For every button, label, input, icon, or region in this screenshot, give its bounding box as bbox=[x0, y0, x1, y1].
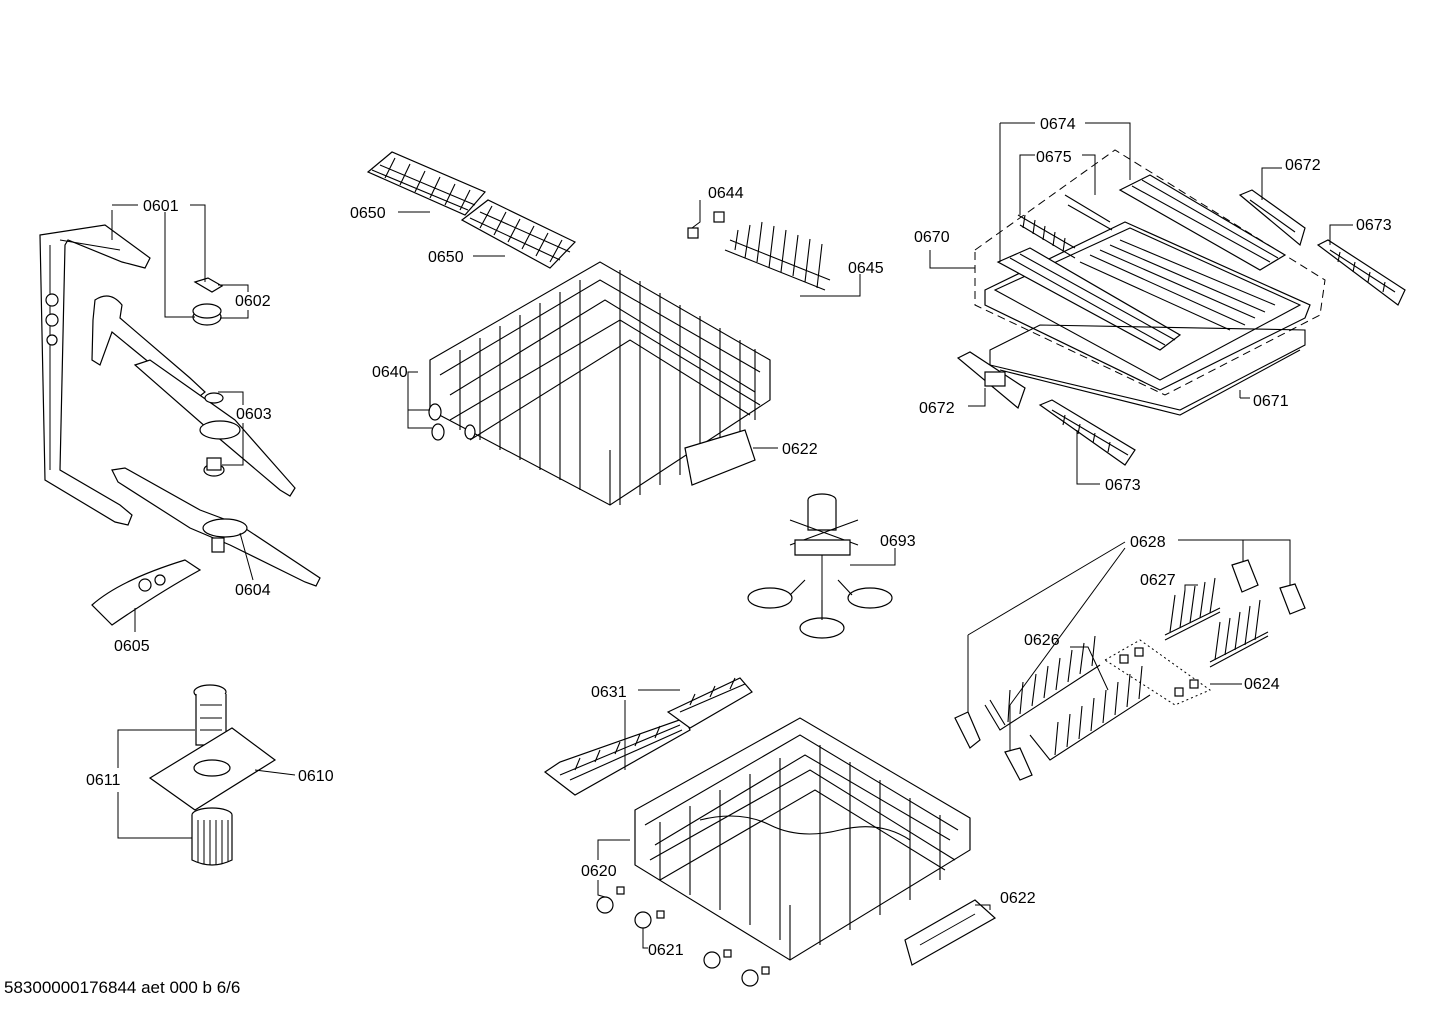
callout-0620 bbox=[597, 839, 630, 898]
label-0604: 0604 bbox=[235, 582, 271, 599]
side-rail-0672-bottom bbox=[956, 351, 1026, 410]
label-0611: 0611 bbox=[86, 772, 121, 789]
callout-0604 bbox=[239, 532, 254, 581]
callout-0611 bbox=[117, 729, 195, 839]
label-0670: 0670 bbox=[914, 229, 950, 246]
label-0645: 0645 bbox=[848, 260, 884, 277]
label-0626: 0626 bbox=[1024, 632, 1060, 649]
side-rail-0672-top bbox=[1238, 189, 1306, 247]
callout-0670 bbox=[929, 250, 975, 269]
callout-0626 bbox=[1070, 646, 1109, 691]
label-0631: 0631 bbox=[591, 684, 627, 701]
side-rail-0673-top bbox=[1316, 239, 1406, 306]
clips-0644 bbox=[687, 211, 725, 239]
label-0602: 0602 bbox=[235, 293, 271, 310]
callout-0603 bbox=[218, 391, 244, 466]
lower-basket bbox=[634, 717, 971, 961]
callout-0674 bbox=[999, 122, 1131, 262]
clips-0624 bbox=[1104, 639, 1212, 706]
label-0605: 0605 bbox=[114, 638, 150, 655]
callout-0602 bbox=[218, 284, 249, 319]
label-0650-b: 0650 bbox=[428, 249, 464, 266]
label-0673-bottom: 0673 bbox=[1105, 477, 1141, 494]
callout-0673-top bbox=[1329, 224, 1353, 245]
callout-0644 bbox=[691, 200, 701, 229]
label-0673-top: 0673 bbox=[1356, 217, 1392, 234]
callout-0621 bbox=[642, 928, 648, 949]
label-0693: 0693 bbox=[880, 533, 916, 550]
spray-nozzle-parts bbox=[192, 277, 225, 477]
label-0644: 0644 bbox=[708, 185, 744, 202]
callout-0601 bbox=[111, 204, 206, 318]
folding-spikes-0631 bbox=[543, 677, 753, 796]
drawer-dashed-outline bbox=[974, 149, 1326, 396]
spray-arm-cover bbox=[91, 559, 202, 626]
label-0675: 0675 bbox=[1036, 149, 1072, 166]
callout-0645 bbox=[800, 274, 861, 297]
label-0627: 0627 bbox=[1140, 572, 1176, 589]
label-0624: 0624 bbox=[1244, 676, 1280, 693]
rack-0627 bbox=[1164, 577, 1269, 668]
label-0672-top: 0672 bbox=[1285, 157, 1321, 174]
lower-spray-arm bbox=[111, 467, 321, 587]
callout-0610 bbox=[254, 769, 296, 776]
upper-spray-arm bbox=[91, 295, 296, 497]
label-0603: 0603 bbox=[236, 406, 272, 423]
side-rail-0673-bottom bbox=[1038, 399, 1136, 466]
label-0671: 0671 bbox=[1253, 393, 1289, 410]
cutlery-basket bbox=[747, 493, 893, 639]
basket-handle-upper bbox=[684, 429, 756, 486]
label-0622-top: 0622 bbox=[782, 441, 818, 458]
label-0620: 0620 bbox=[581, 863, 617, 880]
callout-0673-bottom bbox=[1076, 430, 1100, 485]
label-0621: 0621 bbox=[648, 942, 684, 959]
fold-down-tines bbox=[724, 221, 831, 291]
callout-0628 bbox=[967, 539, 1291, 755]
label-0628: 0628 bbox=[1130, 534, 1166, 551]
callout-0627 bbox=[1184, 584, 1198, 590]
callout-0693 bbox=[850, 548, 896, 566]
label-0601: 0601 bbox=[143, 198, 179, 215]
cup-shelf-top bbox=[366, 151, 486, 216]
callout-0672-bottom bbox=[968, 388, 986, 407]
label-0650-a: 0650 bbox=[350, 205, 386, 222]
label-0640: 0640 bbox=[372, 364, 408, 381]
label-0610: 0610 bbox=[298, 768, 334, 785]
upper-basket bbox=[428, 261, 771, 506]
document-footer-id: 58300000176844 aet 000 b 6/6 bbox=[4, 978, 241, 997]
callout-0672-top bbox=[1261, 167, 1282, 200]
callout-0622-bottom bbox=[975, 904, 991, 910]
callout-0675 bbox=[1019, 154, 1096, 215]
callout-0640 bbox=[407, 371, 432, 429]
rack-0626 bbox=[984, 635, 1151, 761]
label-0622-bottom: 0622 bbox=[1000, 890, 1036, 907]
callout-0671 bbox=[1239, 390, 1250, 399]
filter-assembly bbox=[148, 684, 277, 866]
spray-supply-pipe bbox=[39, 224, 151, 526]
basket-handle-lower bbox=[904, 899, 997, 966]
label-0674: 0674 bbox=[1040, 116, 1076, 133]
callout-0650 bbox=[398, 211, 505, 257]
cutlery-drawer bbox=[984, 174, 1311, 391]
hinge-clips-0628 bbox=[954, 559, 1306, 781]
lower-basket-wheels bbox=[596, 886, 770, 987]
label-0672-bottom: 0672 bbox=[919, 400, 955, 417]
callout-0631 bbox=[624, 689, 680, 770]
cup-shelf-bottom bbox=[460, 199, 577, 269]
